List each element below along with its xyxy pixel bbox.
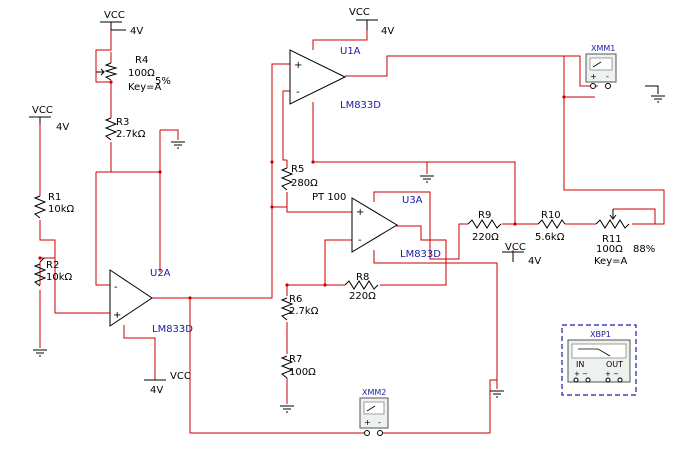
- vcc-u1a-label: VCC: [349, 7, 370, 18]
- u3a-label: U3A: [402, 195, 423, 206]
- u2a-minus: -: [114, 282, 118, 293]
- u3a-plus: +: [356, 207, 364, 218]
- vcc-u3a-label: VCC: [505, 242, 526, 253]
- r11-label: R11: [602, 234, 622, 245]
- ground-u1a: [420, 175, 434, 183]
- xmm2-label: XMM2: [362, 388, 386, 397]
- r11-key: Key=A: [594, 256, 628, 267]
- u1a-minus: -: [296, 87, 300, 98]
- resistor-r9[interactable]: R9 220Ω: [467, 210, 502, 243]
- xmm1-label: XMM1: [591, 44, 615, 53]
- r10-label: R10: [541, 210, 561, 221]
- vcc-u3a: VCC 4V: [502, 242, 541, 267]
- vcc-u2a-voltage: 4V: [150, 385, 163, 396]
- xmm2-plus: +: [364, 418, 371, 427]
- xbp1-label: XBP1: [590, 330, 611, 339]
- xmm2-minus: -: [378, 418, 381, 427]
- r11-percent: 88%: [633, 244, 655, 255]
- resistor-r1[interactable]: R1 10kΩ: [33, 192, 75, 219]
- multimeter-xmm1[interactable]: XMM1 + -: [585, 44, 617, 89]
- xmm1-minus: -: [606, 72, 609, 81]
- vcc-r4: VCC 4V: [100, 10, 143, 37]
- vcc-r4-label: VCC: [104, 10, 125, 21]
- xbp1-in: IN: [576, 360, 584, 369]
- r1-label: R1: [48, 192, 61, 203]
- vcc-u1a-voltage: 4V: [381, 26, 394, 37]
- resistor-r3[interactable]: R3 2.7kΩ: [104, 117, 146, 141]
- resistor-r6[interactable]: R6 2.7kΩ: [280, 294, 319, 321]
- r5-note: PT 100: [312, 192, 346, 203]
- wires: [39, 30, 665, 434]
- opamp-u1a[interactable]: + - U1A LM833D: [289, 46, 381, 111]
- opamp-u2a[interactable]: - + U2A LM833D: [109, 268, 193, 335]
- r9-value: 220Ω: [472, 232, 499, 243]
- r3-value: 2.7kΩ: [116, 129, 146, 140]
- resistor-r7[interactable]: R7 100Ω: [280, 354, 316, 379]
- resistor-r4[interactable]: R4 100Ω 5% Key=A: [96, 55, 171, 93]
- r4-key: Key=A: [128, 82, 162, 93]
- r6-label: R6: [289, 294, 302, 305]
- u1a-label: U1A: [340, 46, 361, 57]
- r4-percent: 5%: [155, 76, 171, 87]
- resistor-r8[interactable]: R8 220Ω: [344, 272, 379, 302]
- u2a-model: LM833D: [152, 324, 193, 335]
- r6-value: 2.7kΩ: [289, 306, 319, 317]
- xbp1-out: OUT: [606, 360, 623, 369]
- r1-value: 10kΩ: [48, 204, 75, 215]
- vcc-left-voltage: 4V: [56, 122, 69, 133]
- junction-dots: [38, 80, 566, 300]
- u1a-plus: +: [294, 60, 302, 71]
- multimeter-xmm2[interactable]: XMM2 + -: [359, 388, 389, 436]
- bode-plotter-xbp1[interactable]: XBP1 IN OUT + − + −: [561, 324, 637, 396]
- ground-u3a: [490, 390, 504, 398]
- vcc-u2a: VCC 4V: [144, 371, 191, 396]
- resistor-r5[interactable]: R5 280Ω PT 100: [280, 164, 346, 203]
- r10-value: 5.6kΩ: [535, 232, 565, 243]
- r3-label: R3: [116, 117, 129, 128]
- r4-value: 100Ω: [128, 68, 155, 79]
- vcc-left: VCC 4V: [29, 105, 69, 133]
- xbp1-out-terminals: + −: [605, 370, 619, 378]
- u2a-label: U2A: [150, 268, 171, 279]
- r9-label: R9: [478, 210, 491, 221]
- resistor-r11[interactable]: R11 100Ω 88% Key=A: [594, 209, 655, 267]
- vcc-r4-voltage: 4V: [130, 26, 143, 37]
- u3a-model: LM833D: [400, 249, 441, 260]
- r5-label: R5: [291, 164, 304, 175]
- ground-left: [33, 349, 47, 357]
- u3a-minus: -: [358, 235, 362, 246]
- resistor-r2[interactable]: R2 10kΩ: [33, 257, 73, 287]
- r4-label: R4: [135, 55, 148, 66]
- xbp1-in-terminals: + −: [574, 370, 588, 378]
- u1a-model: LM833D: [340, 100, 381, 111]
- u2a-plus: +: [113, 310, 121, 321]
- ground-r7: [280, 405, 294, 413]
- vcc-u1a: VCC 4V: [349, 7, 394, 37]
- r8-value: 220Ω: [349, 291, 376, 302]
- resistor-r10[interactable]: R10 5.6kΩ: [535, 210, 566, 243]
- ground-r3: [171, 141, 185, 149]
- ground-xmm1: [645, 85, 665, 103]
- r11-value: 100Ω: [596, 244, 623, 255]
- xmm1-plus: +: [590, 72, 597, 81]
- r2-value: 10kΩ: [46, 272, 73, 283]
- vcc-left-label: VCC: [32, 105, 53, 116]
- opamp-u3a[interactable]: + - U3A LM833D: [351, 195, 441, 260]
- r2-label: R2: [46, 260, 59, 271]
- r5-value: 280Ω: [291, 178, 318, 189]
- r7-value: 100Ω: [289, 367, 316, 378]
- r8-label: R8: [356, 272, 369, 283]
- vcc-u2a-label: VCC: [170, 371, 191, 382]
- vcc-u3a-voltage: 4V: [528, 256, 541, 267]
- ground-symbols: [33, 85, 665, 413]
- r7-label: R7: [289, 354, 302, 365]
